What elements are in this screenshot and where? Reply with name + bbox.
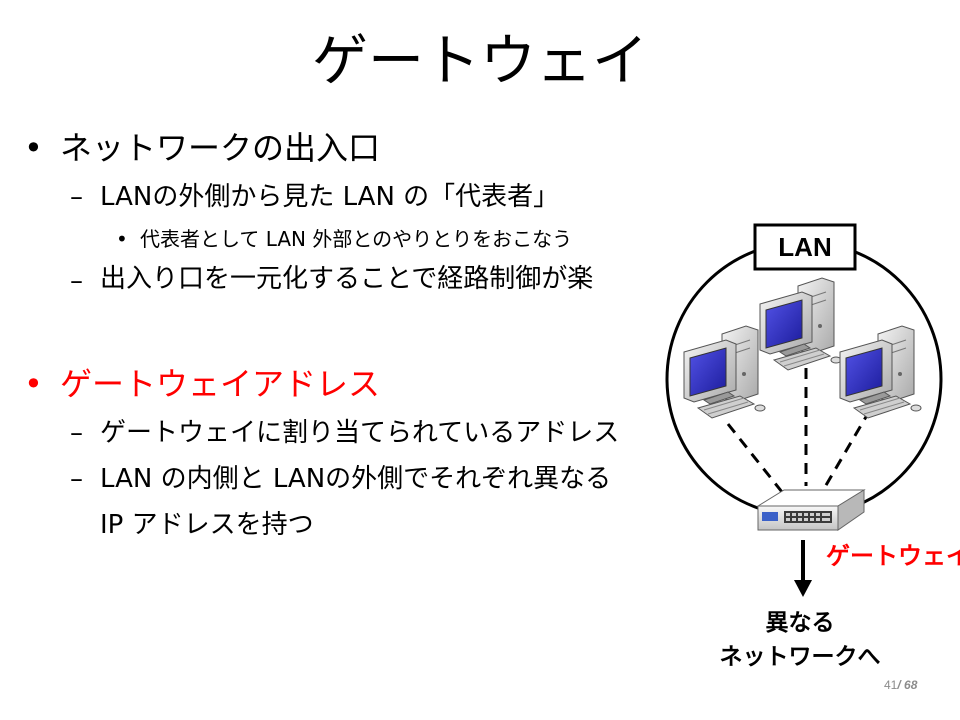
- sub-bullet-assigned-address: ゲートウェイに割り当てられているアドレス: [100, 418, 620, 448]
- lan-label-box: [753, 223, 857, 271]
- sub-bullet-different-ip: LAN の内側と LANの外側でそれぞれ異なる: [100, 464, 612, 494]
- bullet-network-entrance: ネットワークの出入口: [60, 129, 381, 167]
- dash-marker: –: [70, 266, 83, 296]
- page-total: / 68: [897, 678, 918, 692]
- bullet-marker: •: [116, 227, 128, 251]
- gateway-label: ゲートウェイ: [826, 542, 960, 570]
- bullet-marker: •: [24, 129, 43, 167]
- bullet-marker: •: [24, 365, 43, 403]
- arrow-down-icon: [794, 540, 812, 597]
- bullet-gateway-address: ゲートウェイアドレス: [60, 365, 381, 403]
- sub-sub-bullet-exchange: 代表者として LAN 外部とのやりとりをおこなう: [140, 227, 573, 251]
- destination-line-1: 異なる: [765, 610, 835, 636]
- link-line-right: [820, 409, 872, 493]
- switch-hub-icon: [756, 489, 866, 531]
- sub-bullet-representative: LANの外側から見た LAN の「代表者」: [100, 182, 560, 212]
- sub-bullet-different-ip-continued: IP アドレスを持つ: [100, 510, 314, 540]
- sub-bullet-routing: 出入り口を一元化することで経路制御が楽: [100, 264, 594, 294]
- page-number: 41/ 68: [884, 678, 917, 692]
- destination-line-2: ネットワークへ: [719, 644, 881, 670]
- link-line-left: [726, 423, 784, 493]
- dash-marker: –: [70, 182, 83, 212]
- dash-marker: –: [70, 418, 83, 448]
- dash-marker: –: [70, 464, 83, 494]
- lan-label: LAN: [778, 232, 831, 262]
- slide-title: ゲートウェイ: [312, 29, 648, 94]
- page-current: 41: [884, 678, 898, 692]
- destination-label: 異なる ネットワークへ: [700, 606, 900, 674]
